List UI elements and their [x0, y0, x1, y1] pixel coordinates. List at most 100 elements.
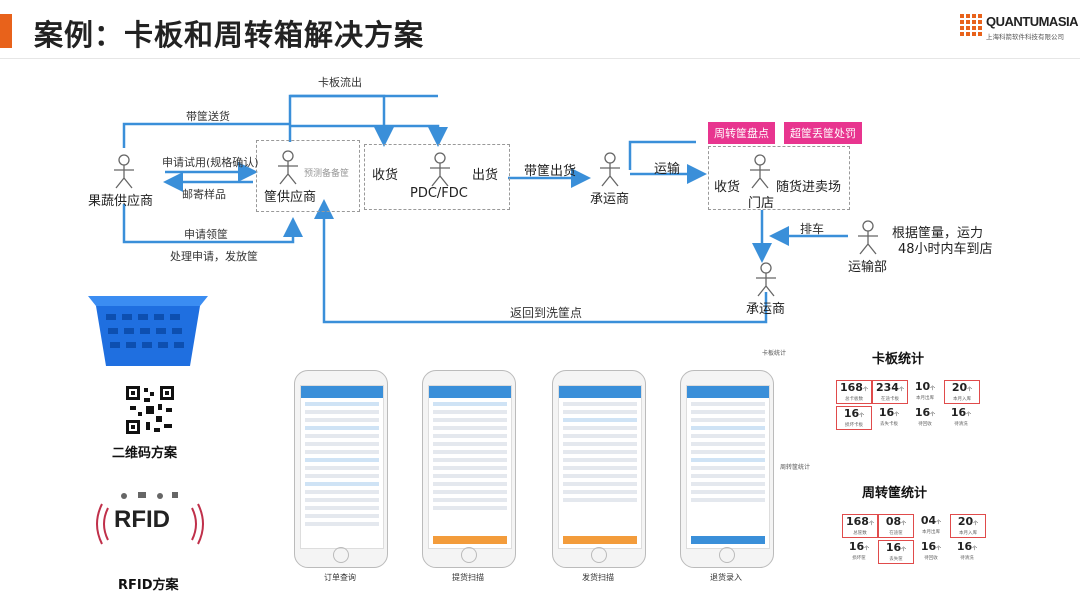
label-receive-store: 收货 — [714, 180, 741, 195]
slide-header: 案例：卡板和周转箱解决方案 QUANTUMASIA 上海科箭软件科技有限公司 — [0, 0, 1080, 56]
rfid-solution-label: RFID方案 — [118, 578, 179, 593]
pallet-stats-title: 卡板统计 — [872, 352, 925, 367]
crate-stats-tag: 周转筐统计 — [780, 464, 811, 471]
stat-unit: 个 — [966, 412, 972, 418]
label-apply-crate: 申请领筐 — [184, 228, 228, 241]
label-pallet-out: 卡板流出 — [318, 76, 362, 89]
stat-unit: 个 — [930, 386, 936, 392]
actor-crate-supplier: 筐供应商 — [264, 190, 317, 205]
stat-unit: 个 — [862, 387, 868, 393]
phone-return-entry — [680, 370, 774, 568]
stat-value: 10个 — [914, 380, 936, 393]
stat-unit: 个 — [901, 521, 907, 527]
crate-supplier-box — [256, 140, 360, 212]
phone-caption-ship-scan: 发货扫描 — [582, 573, 614, 582]
label-dispatch-note-2: 48小时内车到店 — [898, 242, 993, 257]
stat-caption: 本月出库 — [922, 530, 940, 535]
stat-unit: 个 — [930, 412, 936, 418]
home-button-icon — [719, 547, 735, 563]
label-store-in: 随货进卖场 — [776, 180, 842, 195]
crate-stats-title: 周转筐统计 — [862, 486, 928, 501]
crate-image — [88, 296, 208, 366]
stat-caption: 待清洗 — [954, 422, 968, 427]
phone-pickup-scan — [422, 370, 516, 568]
stat-unit: 个 — [864, 546, 870, 552]
stat-caption: 本月入库 — [959, 531, 977, 536]
stat-caption: 丢失筐 — [889, 557, 903, 562]
logo-name: QUANTUMASIA — [986, 14, 1079, 29]
label-transport: 运输 — [654, 162, 681, 177]
label-receive-pdc: 收货 — [372, 168, 399, 183]
stat-unit: 个 — [936, 520, 942, 526]
stat-caption: 丢失卡板 — [880, 422, 898, 427]
stat-caption: 在途筐 — [889, 531, 903, 536]
stat-caption: 损坏卡板 — [845, 423, 863, 428]
label-crate-delivery: 带筐送货 — [186, 110, 230, 123]
home-button-icon — [333, 547, 349, 563]
actor-carrier-2: 承运商 — [746, 302, 786, 317]
stat-value: 16个 — [914, 406, 936, 419]
stat-value: 20个 — [951, 381, 973, 394]
stat-caption: 本月出库 — [916, 396, 934, 401]
stat-tile: 234个在途卡板 — [872, 380, 908, 404]
home-button-icon — [461, 547, 477, 563]
actor-fruit-supplier: 果蔬供应商 — [88, 194, 154, 209]
phone-ship-scan — [552, 370, 646, 568]
actor-fruit-supplier-icon — [114, 154, 134, 189]
stat-value: 16个 — [920, 540, 942, 553]
stat-value: 04个 — [920, 514, 942, 527]
phone-caption-order-query: 订单查询 — [324, 573, 356, 582]
pdc-box — [364, 144, 510, 210]
stat-unit: 个 — [967, 387, 973, 393]
stat-tile: 20个本月入库 — [950, 514, 986, 538]
phone-screen — [428, 385, 512, 549]
label-store: 门店 — [748, 196, 775, 211]
stat-caption: 在途卡板 — [881, 397, 899, 402]
qr-solution-label: 二维码方案 — [112, 446, 178, 461]
stat-value: 168个 — [846, 515, 874, 528]
stat-value: 16个 — [878, 406, 900, 419]
label-dispatch-note-1: 根据筐量，运力 — [892, 226, 984, 241]
stat-caption: 总卡板数 — [845, 397, 863, 402]
stat-tile: 16个待清洗 — [950, 540, 984, 562]
stat-tile: 16个损坏筐 — [842, 540, 876, 562]
stat-tile: 16个丢失卡板 — [872, 406, 906, 428]
stat-unit: 个 — [898, 387, 904, 393]
store-box — [708, 146, 850, 210]
stat-caption: 本月入库 — [953, 397, 971, 402]
actor-carrier-1: 承运商 — [590, 192, 630, 207]
stat-value: 16个 — [848, 540, 870, 553]
stat-tile: 16个丢失筐 — [878, 540, 914, 564]
stat-unit: 个 — [859, 413, 865, 419]
label-stock-prep: 预测备备筐 — [304, 169, 350, 179]
stat-caption: 待回收 — [918, 422, 932, 427]
stat-value: 16个 — [956, 540, 978, 553]
phone-caption-pickup-scan: 提货扫描 — [452, 573, 484, 582]
label-return-wash: 返回到洗筐点 — [510, 306, 583, 320]
rfid-logo-text: RFID — [114, 506, 170, 533]
stat-tile: 16个待清洗 — [944, 406, 978, 428]
stat-tile: 16个待回收 — [914, 540, 948, 562]
stat-caption: 总筐数 — [853, 531, 867, 536]
stat-value: 234个 — [876, 381, 904, 394]
label-apply-trial: 申请试用(规格确认) — [162, 156, 259, 169]
stat-value: 20个 — [957, 515, 979, 528]
home-button-icon — [591, 547, 607, 563]
actor-carrier1-icon — [600, 152, 620, 187]
stat-unit: 个 — [936, 546, 942, 552]
rfid-waves-icon — [96, 492, 204, 545]
company-logo: QUANTUMASIA 上海科箭软件科技有限公司 — [960, 12, 1079, 44]
stat-unit: 个 — [972, 546, 978, 552]
stat-tile: 168个总卡板数 — [836, 380, 872, 404]
stat-caption: 待回收 — [924, 556, 938, 561]
actor-pdc-icon — [430, 152, 450, 187]
logo-subtitle: 上海科箭软件科技有限公司 — [986, 33, 1064, 41]
stat-value: 08个 — [885, 515, 907, 528]
stat-value: 168个 — [840, 381, 868, 394]
phone-caption-return-entry: 退货录入 — [710, 573, 742, 582]
stat-value: 16个 — [885, 541, 907, 554]
actor-crate-supplier-icon — [278, 150, 298, 185]
label-ship-out: 出货 — [472, 168, 499, 183]
